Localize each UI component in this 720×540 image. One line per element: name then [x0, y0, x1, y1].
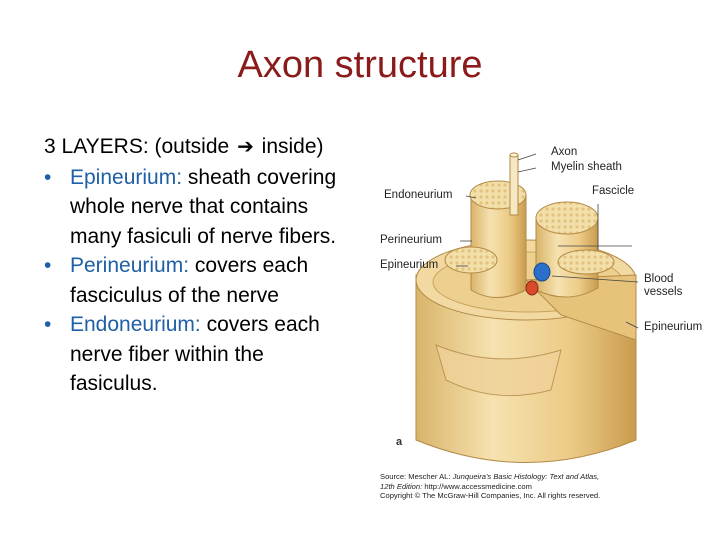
list-item-perineurium: • Perineurium: covers each fasciculus of… [44, 251, 354, 310]
source-line-2: 12th Edition: http://www.accessmedicine.… [380, 482, 700, 492]
bullet-icon: • [44, 313, 52, 336]
label-myelin-sheath: Myelin sheath [551, 161, 622, 173]
source-edition: 12th Edition: [380, 481, 423, 491]
axon [509, 154, 519, 216]
bullet-icon: • [44, 254, 52, 277]
desc-epineurium: sheath covering whole nerve that contain… [70, 165, 337, 248]
figure-source: Source: Mescher AL: Junqueira's Basic Hi… [380, 472, 700, 501]
list-item-epineurium: • Epineurium: sheath covering whole nerv… [44, 163, 354, 252]
label-epineurium-right: Epineurium [644, 321, 703, 333]
vein [533, 262, 551, 282]
label-blood-vessels-line1: Blood [644, 273, 674, 285]
artery [525, 280, 539, 296]
right-arrow-icon: ➔ [237, 136, 254, 158]
layers-intro: 3 LAYERS: (outside ➔ inside) [44, 132, 354, 163]
intro-prefix: 3 LAYERS: (outside [44, 135, 230, 158]
desc-endoneurium: covers each nerve fiber within the fasic… [70, 313, 320, 395]
label-fascicle: Fascicle [592, 185, 635, 197]
leader-lines [456, 153, 639, 329]
label-perineurium: Perineurium [380, 234, 442, 246]
term-perineurium: Perineurium: [70, 254, 190, 277]
source-prefix: Source: Mescher AL: [380, 472, 451, 481]
term-endoneurium: Endoneurium: [70, 313, 201, 336]
nerve-illustration [415, 152, 639, 463]
nerve-diagram: Axon Myelin sheath Endoneurium Fascicle … [376, 140, 716, 510]
label-blood-vessels: Blood vessels [644, 273, 682, 299]
label-endoneurium: Endoneurium [384, 189, 453, 201]
term-epineurium: Epineurium: [70, 165, 183, 189]
intro-suffix: inside) [261, 135, 324, 158]
source-line-3: Copyright © The McGraw-Hill Companies, I… [380, 491, 601, 500]
source-book-title: Junqueira's Basic Histology: Text and At… [452, 472, 600, 481]
bullet-icon: • [44, 165, 52, 189]
source-url: http://www.accessmedicine.com [424, 481, 532, 491]
label-epineurium-left: Epineurium [380, 259, 439, 271]
source-line-1: Source: Mescher AL: Junqueira's Basic Hi… [380, 472, 700, 482]
panel-letter: a [396, 436, 403, 448]
label-blood-vessels-line2: vessels [644, 286, 683, 298]
slide-title: Axon structure [237, 44, 483, 86]
label-axon: Axon [551, 146, 578, 158]
fascicle-top-right [535, 201, 599, 235]
list-item-endoneurium: • Endoneurium: covers each nerve fiber w… [44, 310, 354, 399]
layers-list: • Epineurium: sheath covering whole nerv… [44, 163, 354, 399]
desc-perineurium: covers each fasciculus of the nerve [70, 254, 309, 307]
slide-body: 3 LAYERS: (outside ➔ inside) • Epineuriu… [44, 132, 354, 399]
